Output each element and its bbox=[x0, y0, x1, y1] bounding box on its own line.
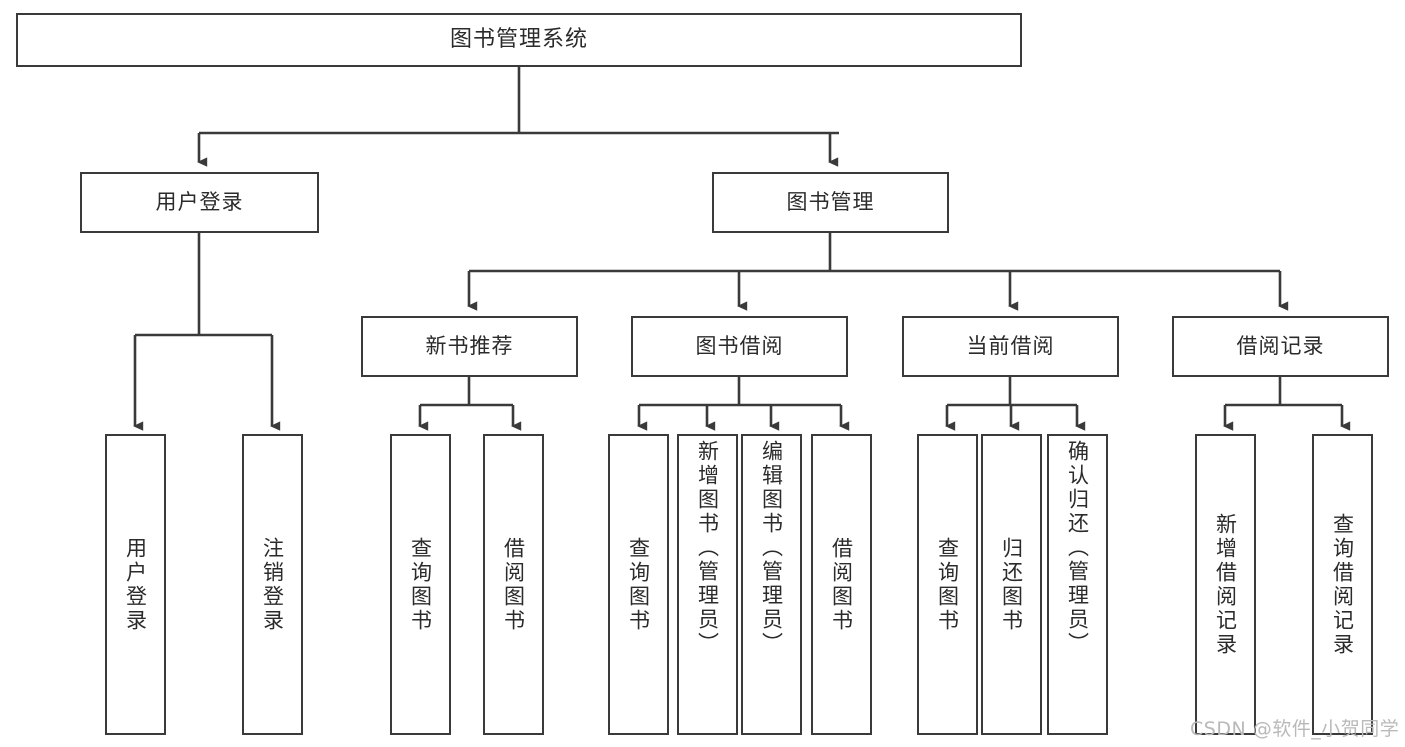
leaf-edit-book-admin-label: 编辑图书（管理员） bbox=[759, 440, 784, 656]
leaf-return-book[interactable]: 归还图书 bbox=[981, 434, 1042, 735]
leaf-edit-book-admin[interactable]: 编辑图书（管理员） bbox=[741, 434, 802, 735]
leaf-newbook-borrow-book[interactable]: 借阅图书 bbox=[483, 434, 544, 735]
node-root[interactable]: 图书管理系统 bbox=[16, 13, 1022, 67]
leaf-query-borrow-record[interactable]: 查询借阅记录 bbox=[1312, 434, 1373, 735]
csdn-watermark: CSDN @软件_小贺同学 bbox=[1190, 718, 1400, 740]
leaf-add-book-admin-label: 新增图书（管理员） bbox=[695, 440, 720, 656]
leaf-add-borrow-record[interactable]: 新增借阅记录 bbox=[1195, 434, 1256, 735]
leaf-borrow-query-book[interactable]: 查询图书 bbox=[608, 434, 669, 735]
leaf-user-login[interactable]: 用户登录 bbox=[105, 434, 166, 735]
leaf-borrow-book[interactable]: 借阅图书 bbox=[811, 434, 872, 735]
leaf-logout-label: 注销登录 bbox=[260, 536, 285, 633]
leaf-borrow-query-book-label: 查询图书 bbox=[626, 536, 651, 633]
leaf-confirm-return-admin-label: 确认归还（管理员） bbox=[1065, 440, 1090, 656]
node-user-login[interactable]: 用户登录 bbox=[80, 172, 319, 233]
node-root-label: 图书管理系统 bbox=[449, 26, 588, 52]
node-current-borrow-label: 当前借阅 bbox=[966, 333, 1055, 358]
leaf-current-query-book[interactable]: 查询图书 bbox=[917, 434, 978, 735]
node-book-borrow[interactable]: 图书借阅 bbox=[631, 316, 848, 377]
leaf-add-book-admin[interactable]: 新增图书（管理员） bbox=[677, 434, 738, 735]
leaf-confirm-return-admin[interactable]: 确认归还（管理员） bbox=[1047, 434, 1108, 735]
node-new-book-recommend-label: 新书推荐 bbox=[425, 333, 514, 358]
leaf-add-borrow-record-label: 新增借阅记录 bbox=[1213, 512, 1238, 657]
node-new-book-recommend[interactable]: 新书推荐 bbox=[361, 316, 578, 377]
leaf-borrow-book-label: 借阅图书 bbox=[829, 536, 854, 633]
node-borrow-record-label: 借阅记录 bbox=[1236, 333, 1325, 358]
node-book-manage-label: 图书管理 bbox=[786, 189, 875, 214]
leaf-return-book-label: 归还图书 bbox=[999, 536, 1024, 633]
node-user-login-label: 用户登录 bbox=[155, 189, 244, 214]
leaf-newbook-borrow-book-label: 借阅图书 bbox=[501, 536, 526, 633]
leaf-logout[interactable]: 注销登录 bbox=[242, 434, 303, 735]
leaf-newbook-query-book[interactable]: 查询图书 bbox=[390, 434, 451, 735]
leaf-user-login-label: 用户登录 bbox=[123, 536, 148, 633]
node-book-borrow-label: 图书借阅 bbox=[695, 333, 784, 358]
leaf-query-borrow-record-label: 查询借阅记录 bbox=[1330, 512, 1355, 657]
node-book-manage[interactable]: 图书管理 bbox=[712, 172, 949, 233]
leaf-current-query-book-label: 查询图书 bbox=[935, 536, 960, 633]
leaf-newbook-query-book-label: 查询图书 bbox=[408, 536, 433, 633]
node-borrow-record[interactable]: 借阅记录 bbox=[1172, 316, 1389, 377]
node-current-borrow[interactable]: 当前借阅 bbox=[902, 316, 1119, 377]
